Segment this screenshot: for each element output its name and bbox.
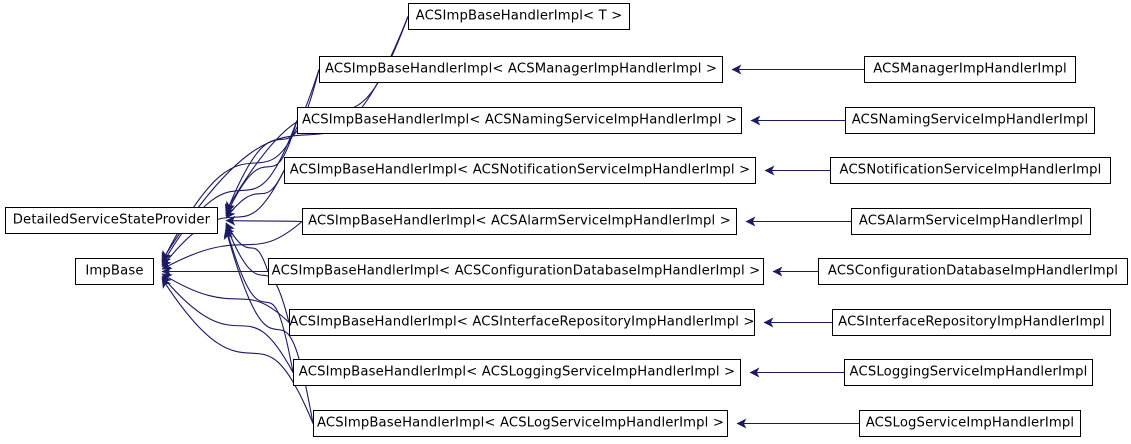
inheritance-arrow [223,226,294,373]
class-label: ACSAlarmServiceImpHandlerImpl [858,213,1084,229]
class-node-acsinterfacerepositoryimphandlerimpl[interactable]: ACSInterfaceRepositoryImpHandlerImpl [832,309,1111,336]
class-label: ACSManagerImpHandlerImpl [873,61,1067,77]
class-label: DetailedServiceStateProvider [12,212,211,228]
class-node-acsloggingserviceimphandlerimpl[interactable]: ACSLoggingServiceImpHandlerImpl [844,359,1093,386]
class-label: ACSNamingServiceImpHandlerImpl [851,112,1089,128]
class-label: ACSImpBaseHandlerImpl< ACSLogServiceImpH… [316,415,725,431]
class-label: ACSConfigurationDatabaseImpHandlerImpl [827,263,1119,279]
class-node-acsmanagerimphandlerimpl[interactable]: ACSManagerImpHandlerImpl [864,56,1076,83]
class-node-acsimpbasehandlerimpl-acsnotificationserviceimphandlerimpl[interactable]: ACSImpBaseHandlerImpl< ACSNotificationSe… [284,157,756,184]
class-label: ACSImpBaseHandlerImpl< T > [415,8,623,24]
class-label: ACSImpBaseHandlerImpl< ACSManagerImpHand… [324,61,718,77]
class-label: ACSImpBaseHandlerImpl< ACSNamingServiceI… [301,112,738,128]
inheritance-arrow [161,275,294,373]
class-node-acsnotificationserviceimphandlerimpl[interactable]: ACSNotificationServiceImpHandlerImpl [830,157,1111,184]
class-label: ACSInterfaceRepositoryImpHandlerImpl [838,314,1105,330]
class-node-detailedservicestateprovider[interactable]: DetailedServiceStateProvider [5,207,218,234]
class-node-acsimpbasehandlerimpl-t[interactable]: ACSImpBaseHandlerImpl< T > [408,3,630,30]
class-label: ACSImpBaseHandlerImpl< ACSInterfaceRepos… [289,314,755,330]
inheritance-arrow [224,69,320,215]
class-node-acsimpbasehandlerimpl-acsloggingserviceimphandlerimpl[interactable]: ACSImpBaseHandlerImpl< ACSLoggingService… [293,359,741,386]
class-label: ACSNotificationServiceImpHandlerImpl [839,162,1102,178]
inheritance-arrow [161,277,314,424]
inheritance-arrow [225,215,303,226]
class-node-acsimpbasehandlerimpl-acslogserviceimphandlerimpl[interactable]: ACSImpBaseHandlerImpl< ACSLogServiceImpH… [313,410,728,437]
class-label: ACSImpBaseHandlerImpl< ACSConfigurationD… [271,263,761,279]
class-node-acsconfigurationdatabaseimphandlerimpl[interactable]: ACSConfigurationDatabaseImpHandlerImpl [818,258,1128,285]
inheritance-arrow [225,222,269,272]
inheritance-arrow [161,120,298,266]
class-node-acsnamingserviceimphandlerimpl[interactable]: ACSNamingServiceImpHandlerImpl [845,107,1095,134]
class-node-acslogserviceimphandlerimpl[interactable]: ACSLogServiceImpHandlerImpl [859,410,1081,437]
class-node-acsimpbasehandlerimpl-acsnamingserviceimphandlerimpl[interactable]: ACSImpBaseHandlerImpl< ACSNamingServiceI… [297,107,742,134]
class-node-impbase[interactable]: ImpBase [75,258,154,285]
class-label: ACSLoggingServiceImpHandlerImpl [849,364,1088,380]
class-node-acsimpbasehandlerimpl-acsinterfacerepositoryimphandlerimpl[interactable]: ACSImpBaseHandlerImpl< ACSInterfaceRepos… [289,309,755,336]
class-node-acsalarmserviceimphandlerimpl[interactable]: ACSAlarmServiceImpHandlerImpl [851,208,1091,235]
class-label: ACSImpBaseHandlerImpl< ACSLoggingService… [298,364,736,380]
class-label: ImpBase [85,263,144,279]
class-label: ACSImpBaseHandlerImpl< ACSNotificationSe… [289,162,751,178]
class-node-acsimpbasehandlerimpl-acsalarmserviceimphandlerimpl[interactable]: ACSImpBaseHandlerImpl< ACSAlarmServiceIm… [302,208,737,235]
class-label: ACSImpBaseHandlerImpl< ACSAlarmServiceIm… [308,213,731,229]
inheritance-arrow [225,170,285,219]
class-label: ACSLogServiceImpHandlerImpl [865,415,1075,431]
class-node-acsimpbasehandlerimpl-acsconfigurationdatabaseimphandlerimpl[interactable]: ACSImpBaseHandlerImpl< ACSConfigurationD… [268,258,764,285]
class-node-acsimpbasehandlerimpl-acsmanagerimphandlerimpl[interactable]: ACSImpBaseHandlerImpl< ACSManagerImpHand… [319,56,723,83]
